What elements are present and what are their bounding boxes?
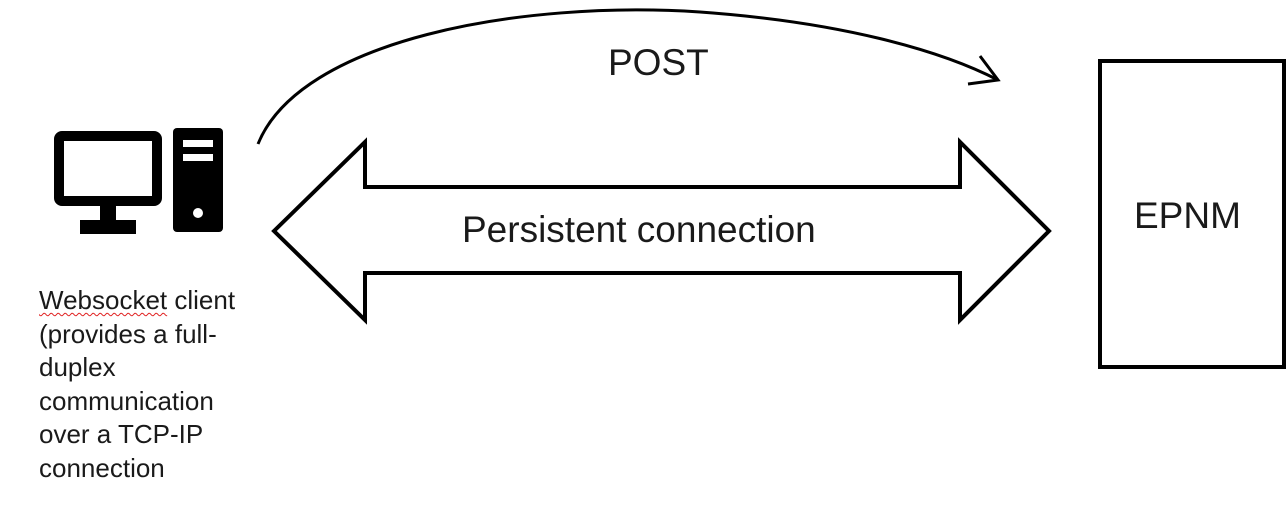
persistent-connection-double-arrow — [271, 137, 1052, 325]
epnm-server-box — [1098, 59, 1286, 369]
monitor-base — [80, 220, 136, 234]
epnm-label: EPNM — [1134, 195, 1241, 236]
monitor-stand — [100, 205, 116, 221]
caption-line: duplex — [39, 352, 116, 382]
post-arrow-curve — [256, 8, 999, 145]
websocket-client-caption: Websocket client (provides a full- duple… — [39, 284, 235, 485]
caption-line: communication — [39, 385, 214, 416]
caption-line: over a TCP-IP — [39, 419, 204, 449]
pc-tower-power-button — [193, 208, 203, 218]
persistent-connection-label: Persistent connection — [462, 209, 816, 250]
monitor-screen — [54, 131, 162, 206]
pc-tower-slot — [183, 140, 213, 147]
post-arrow — [256, 8, 1001, 145]
caption-websocket-word: Websocket — [39, 285, 168, 315]
caption-line: Websocket client — [39, 284, 235, 318]
caption-first-line-rest: client — [167, 285, 236, 315]
post-label: POST — [608, 42, 709, 83]
desktop-computer-icon — [54, 128, 223, 234]
pc-tower-slot — [183, 154, 213, 161]
caption-line: (provides a full- — [39, 318, 217, 349]
caption-line: connection — [39, 452, 165, 483]
post-arrowhead — [967, 55, 1001, 86]
